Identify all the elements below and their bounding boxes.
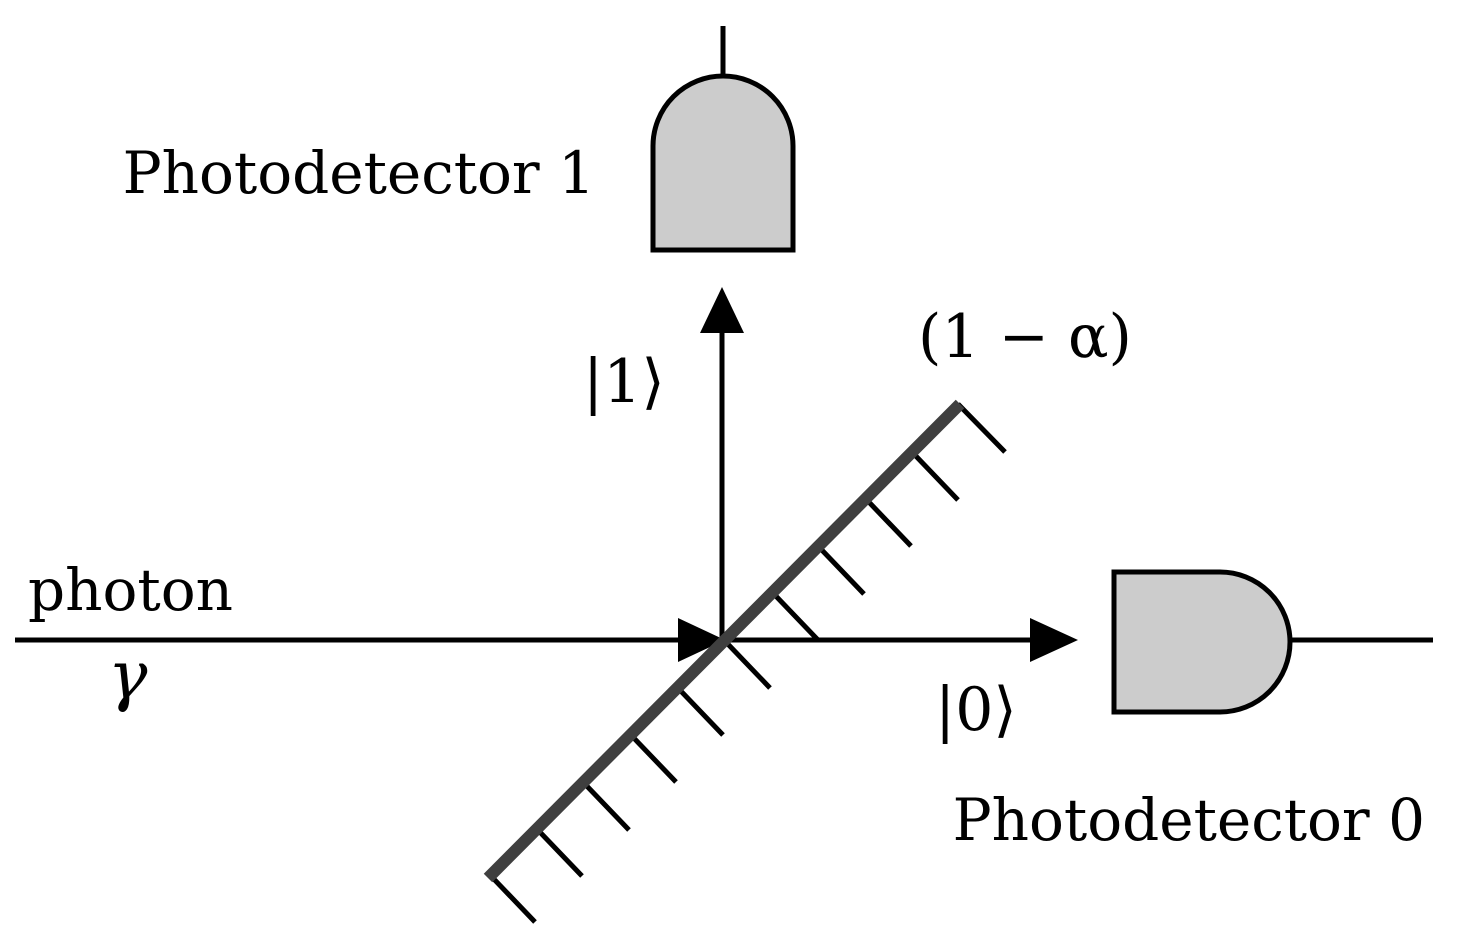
photon-label: photon — [28, 556, 233, 624]
photodetector-icon — [1111, 569, 1293, 715]
photodetector-icon — [650, 73, 796, 253]
photodetector-1 — [650, 26, 796, 253]
photodetector-1-label: Photodetector 1 — [123, 139, 595, 207]
ket-1-label: |1⟩ — [583, 347, 665, 417]
photodetector-0 — [1111, 569, 1433, 715]
transmitted-arrow-icon — [1030, 618, 1078, 662]
incoming-arrow-icon — [678, 618, 725, 662]
ket-0-label: |0⟩ — [935, 675, 1017, 745]
beam-splitter-hatch — [488, 402, 1007, 924]
gamma-symbol: γ — [108, 637, 148, 714]
reflectance-label: (1 − α) — [918, 302, 1132, 372]
beam-splitter-icon — [483, 399, 965, 883]
reflected-arrow-icon — [700, 287, 744, 333]
photodetector-0-label: Photodetector 0 — [953, 786, 1425, 854]
